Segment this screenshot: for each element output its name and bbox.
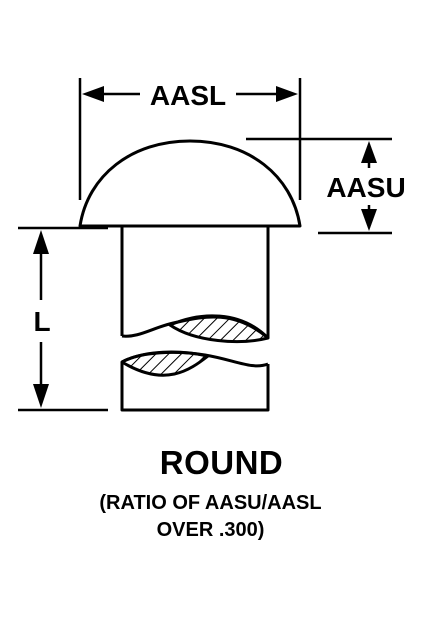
caption-note-line2: OVER .300) (156, 519, 265, 541)
hatched-section-upper (168, 314, 270, 343)
rivet-head (78, 139, 302, 228)
caption-title: ROUND (159, 444, 284, 481)
hatched-section-lower (120, 350, 210, 377)
label-l: L (33, 306, 50, 337)
caption-note-line1: (RATIO OF AASU/AASL (99, 492, 322, 514)
rivet-shank-lower (120, 362, 270, 412)
dimension-aasu: AASU (246, 137, 406, 235)
dimension-length: L (18, 226, 108, 412)
label-aasu: AASU (326, 172, 405, 203)
label-aasl: AASL (150, 80, 226, 111)
rivet-shank-upper (120, 226, 270, 338)
